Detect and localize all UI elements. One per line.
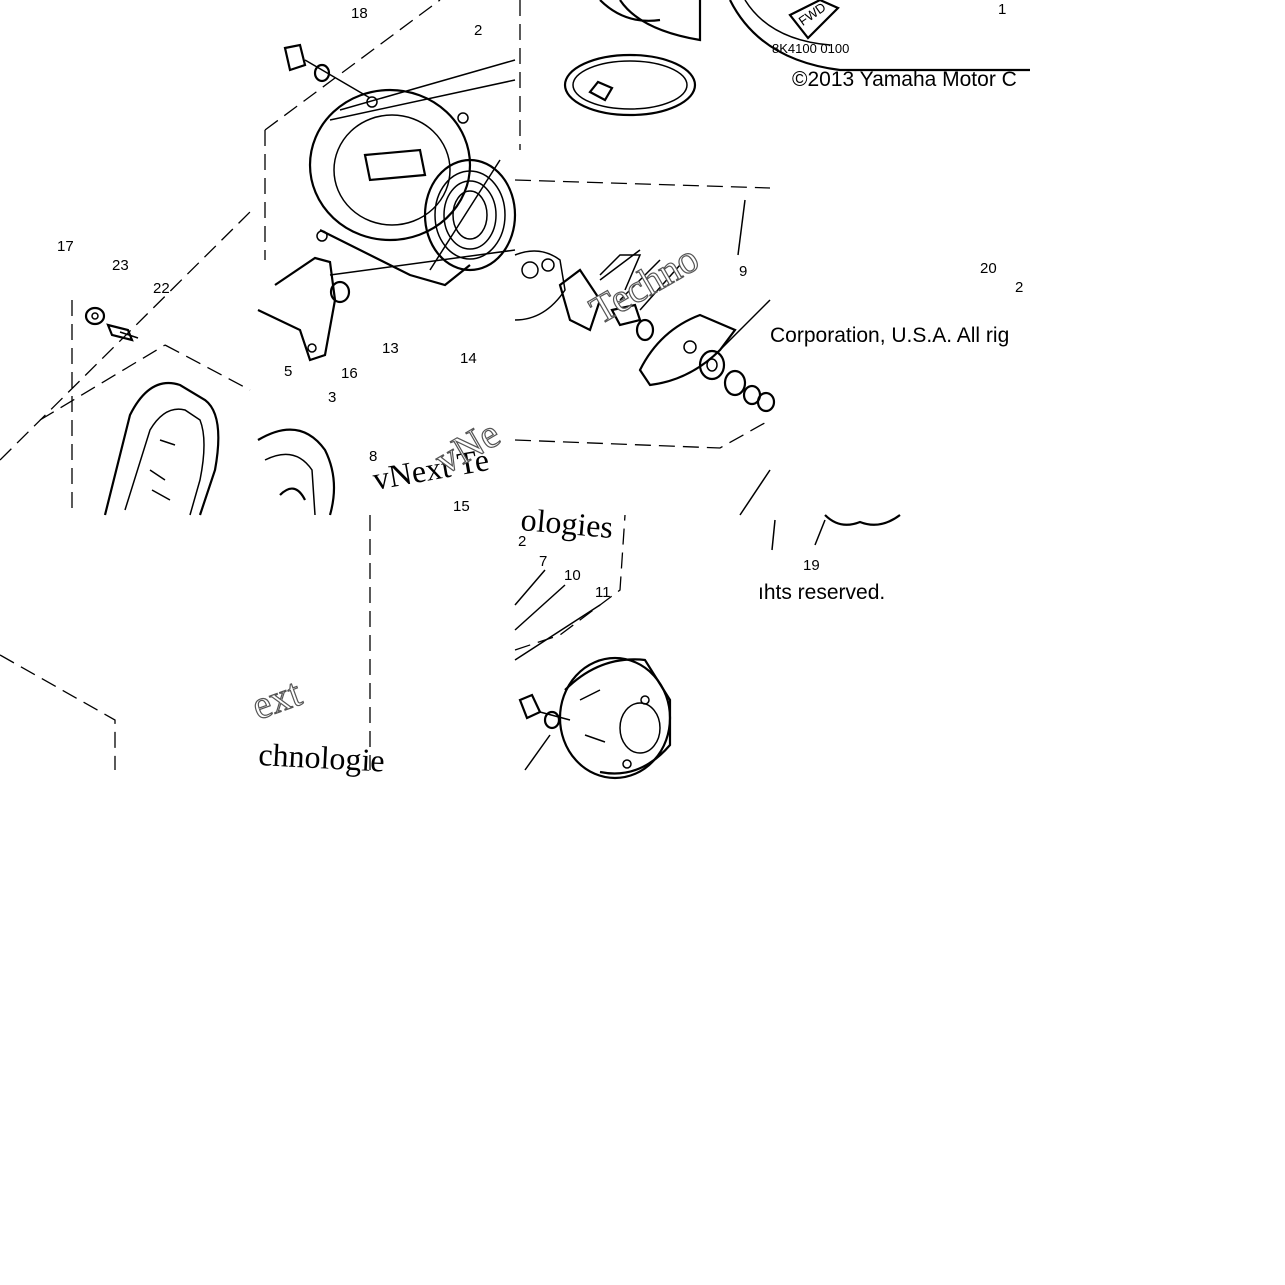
ratchet-assembly-part xyxy=(514,250,655,342)
friction-plate-part xyxy=(638,313,776,413)
bracket-16-part xyxy=(257,249,516,362)
engine-housing-part xyxy=(599,0,1030,72)
callout-5: 5 xyxy=(284,363,292,380)
copyright-notice: ©2013 Yamaha Motor C Corporation, U.S.A.… xyxy=(758,68,1017,604)
pulley-3-part xyxy=(257,428,336,516)
watermark-text-6: chnologie xyxy=(258,736,386,779)
copyright-line-2: Corporation, U.S.A. All rig xyxy=(770,324,1009,347)
callout-17: 17 xyxy=(57,238,74,255)
callout-labels: 18 2 1 17 23 22 13 14 5 16 3 8 15 9 20 2… xyxy=(57,1,1023,601)
callout-2: 2 xyxy=(474,22,482,39)
starter-cover-part xyxy=(308,59,516,287)
callout-18: 18 xyxy=(351,5,368,22)
callout-2-right: 2 xyxy=(1015,279,1023,296)
leader-lines xyxy=(514,199,826,661)
bolt-bottom-part xyxy=(518,693,571,771)
callout-1: 1 xyxy=(998,1,1006,18)
dashed-leader-lines xyxy=(0,0,771,770)
starter-drum-part xyxy=(558,656,672,780)
hose-part xyxy=(563,53,697,117)
callout-19: 19 xyxy=(803,557,820,574)
bolt-18-part xyxy=(283,43,371,99)
bolt-22-part xyxy=(106,323,139,342)
watermark-text-4: Techno xyxy=(582,235,706,333)
fwd-label: FWD xyxy=(796,0,829,29)
part-code: 8K4100 0100 xyxy=(772,41,849,56)
watermark-text-2: ologies xyxy=(519,501,614,545)
callout-20: 20 xyxy=(980,260,997,277)
callout-11: 11 xyxy=(595,584,611,601)
starter-handle-part xyxy=(103,381,220,516)
callout-23: 23 xyxy=(112,257,129,274)
callout-15: 15 xyxy=(453,498,470,515)
callout-9: 9 xyxy=(739,263,747,280)
fwd-arrow-icon: FWD xyxy=(788,0,840,40)
callout-14: 14 xyxy=(460,350,477,367)
part-19-fragment xyxy=(824,514,901,526)
callout-13: 13 xyxy=(382,340,399,357)
watermark-text-5: ext xyxy=(246,669,307,728)
callout-3: 3 xyxy=(328,389,336,406)
recoil-spring-part xyxy=(423,158,517,272)
callout-7: 7 xyxy=(539,553,547,570)
washer-23-part xyxy=(84,306,106,326)
callout-16: 16 xyxy=(341,365,358,382)
callout-10: 10 xyxy=(564,567,581,584)
copyright-line-1: ©2013 Yamaha Motor C xyxy=(792,68,1017,91)
copyright-line-3: ıhts reserved. xyxy=(758,581,885,604)
callout-2-lower: 2 xyxy=(518,533,526,550)
callout-22: 22 xyxy=(153,280,170,297)
callout-8: 8 xyxy=(369,448,377,465)
